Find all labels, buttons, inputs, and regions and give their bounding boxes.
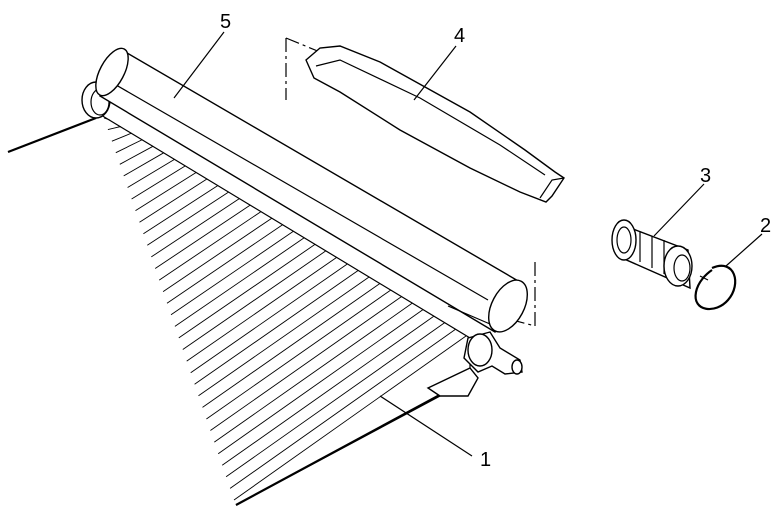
leader-2 bbox=[725, 233, 763, 267]
filter-slat bbox=[135, 172, 197, 211]
filter-slat bbox=[210, 296, 402, 431]
filter-slat bbox=[214, 302, 413, 443]
leader-1 bbox=[379, 395, 473, 457]
filter-slat bbox=[154, 204, 251, 269]
filter-slat bbox=[206, 289, 391, 420]
snap-ring-part-2 bbox=[694, 264, 737, 310]
callout-3: 3 bbox=[700, 165, 711, 187]
filter-slat bbox=[166, 224, 283, 304]
filter-slat bbox=[162, 217, 273, 292]
callout-5: 5 bbox=[220, 11, 231, 33]
filter-slat bbox=[158, 211, 262, 281]
callout-1: 1 bbox=[480, 449, 491, 471]
filter-slat bbox=[190, 263, 348, 374]
filter-slat bbox=[147, 191, 229, 246]
leader-lines bbox=[173, 31, 763, 457]
filter-slat bbox=[217, 309, 424, 455]
filter-slat bbox=[119, 145, 154, 165]
cartridge-end-fitting bbox=[463, 331, 523, 375]
filter-slat bbox=[107, 126, 121, 131]
filter-slat bbox=[127, 158, 175, 188]
filter-slat bbox=[233, 335, 467, 501]
filter-slat bbox=[229, 329, 456, 489]
filter-slat bbox=[143, 185, 219, 235]
filter-slat bbox=[178, 244, 316, 339]
filter-slat bbox=[103, 117, 111, 121]
filter-slat bbox=[174, 237, 305, 327]
filter-slat bbox=[225, 322, 445, 478]
tube-part-5 bbox=[95, 47, 528, 333]
callout-4: 4 bbox=[454, 25, 465, 47]
filter-slat bbox=[202, 283, 380, 408]
filter-slats bbox=[103, 117, 467, 501]
callouts: 5 4 3 2 1 bbox=[220, 11, 771, 471]
filter-slat bbox=[115, 139, 143, 154]
filter-slat bbox=[131, 165, 186, 200]
filter-slat bbox=[139, 178, 208, 223]
filter-slat bbox=[198, 276, 370, 397]
filter-slat bbox=[186, 257, 337, 362]
filter-slat bbox=[170, 230, 294, 316]
filter-slat bbox=[221, 316, 434, 466]
leader-3 bbox=[653, 183, 705, 237]
filter-slat bbox=[111, 132, 132, 142]
plug-coupling-part-3 bbox=[611, 219, 693, 290]
filter-slat bbox=[182, 250, 327, 350]
filter-slat bbox=[123, 152, 165, 177]
seal-strip-part-4 bbox=[305, 45, 565, 203]
callout-2: 2 bbox=[760, 215, 771, 237]
filter-slat bbox=[151, 198, 240, 258]
leader-5 bbox=[173, 31, 225, 99]
leader-4 bbox=[413, 45, 457, 101]
filter-slat bbox=[194, 270, 359, 385]
filter-cartridge bbox=[7, 111, 479, 506]
